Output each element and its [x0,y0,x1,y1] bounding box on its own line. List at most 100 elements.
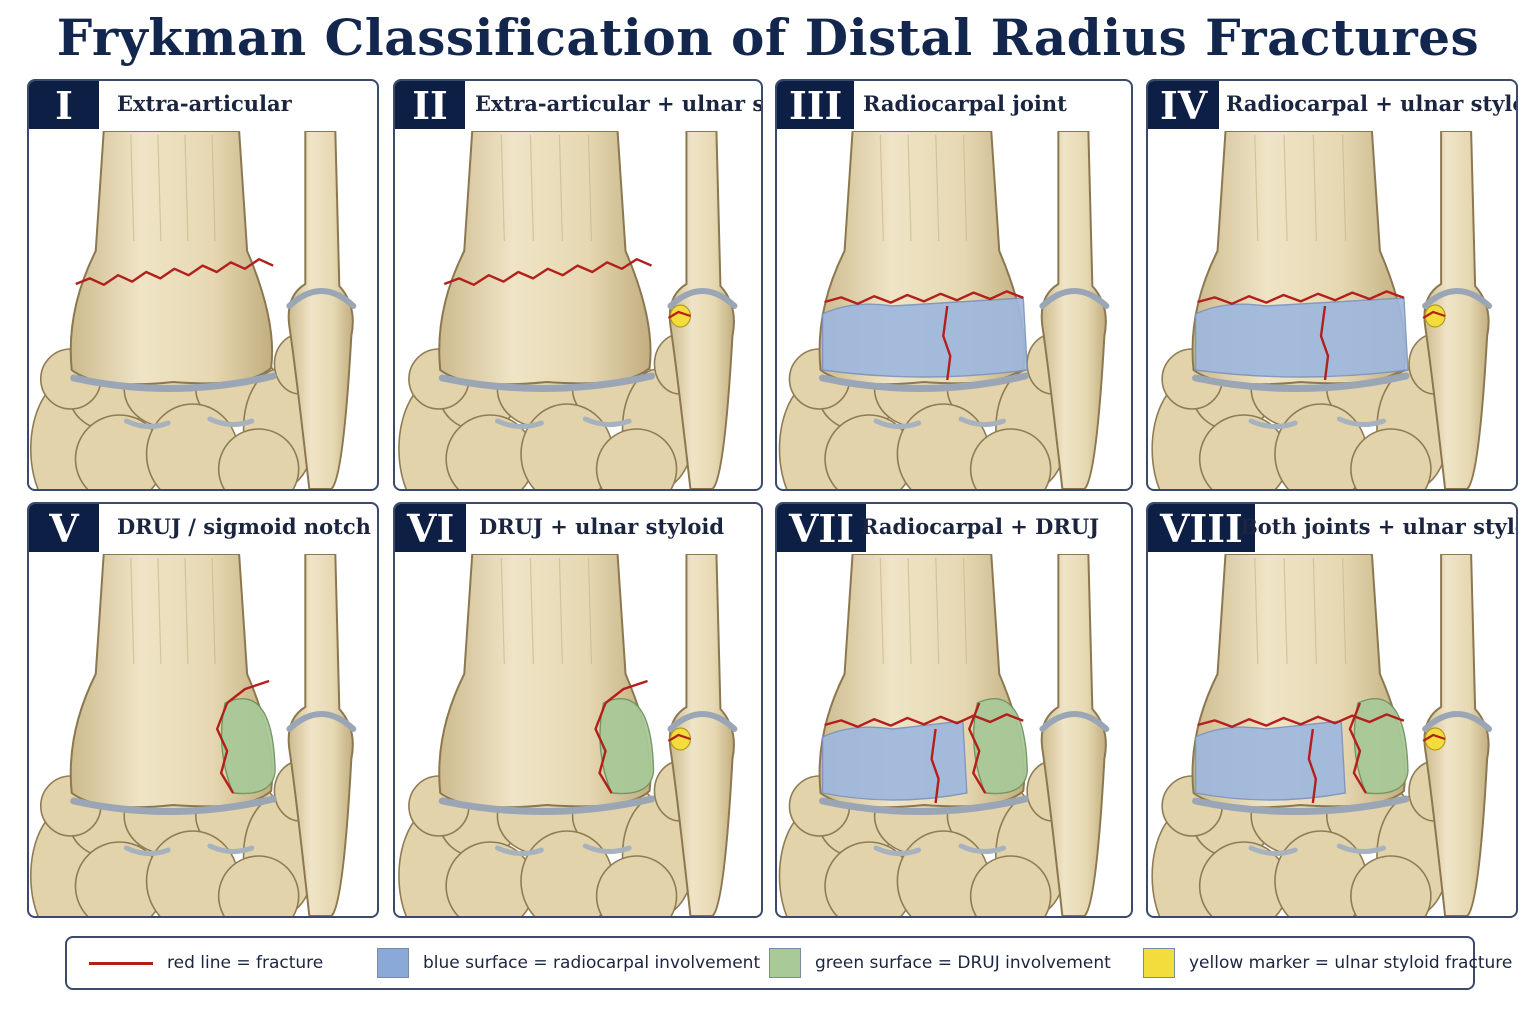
radiocarpal-cartilage [1192,795,1410,816]
ulnar-styloid-fracture-line [1422,310,1446,319]
legend-item-radiocarpal: blue surface = radiocarpal involvement [377,938,760,988]
bone-texture-line [184,557,189,665]
radiocarpal-cartilage [70,795,277,816]
type-numeral-badge: I [29,81,99,129]
panel-type-5: V DRUJ / sigmoid notch [27,502,379,918]
radiocarpal-cartilage [819,372,1029,393]
bone-texture-line [907,134,912,242]
ulnar-styloid-fracture-line [667,310,691,319]
bone-texture-line [879,557,884,665]
carpal-bone [595,855,678,916]
panel-type-6: VI DRUJ + ulnar styloid [393,502,763,918]
panel-type-3: III Radiocarpal joint [775,79,1133,491]
carpal-bone [1350,428,1432,489]
bone-texture-line [558,557,564,665]
bone-texture-line [587,134,593,242]
legend-label: red line = fracture [167,953,324,973]
ulnar-head-cartilage [286,711,357,732]
bone-texture-line [211,134,216,242]
wrist-illustration-type-2 [398,131,738,489]
carpal-bone [217,428,300,489]
bone-texture-line [500,557,505,665]
druj-surface [599,698,655,795]
panel-type-1: I Extra-articular [27,79,379,491]
panel-title: Radiocarpal + DRUJ [861,514,1100,539]
wrist-illustration-type-1 [29,131,357,489]
ulna-bone [668,554,735,916]
type-numeral-badge: V [29,504,99,552]
bone-texture-line [1312,134,1317,242]
ulnar-styloid-fracture-line [1422,733,1446,742]
carpal-cartilage [123,843,255,856]
bone-texture-line [962,557,968,665]
bone-texture-line [1254,134,1259,242]
bone-texture-line [962,134,968,242]
legend-label: yellow marker = ulnar styloid fracture [1189,953,1513,973]
panel-title: Radiocarpal joint [863,91,1067,116]
carpal-bone [969,428,1052,489]
ulnar-styloid-swatch [1143,948,1175,978]
type-numeral-badge: VII [777,504,867,552]
druj-surface [220,698,276,795]
bone-texture-line [1312,557,1317,665]
panel-title: Radiocarpal + ulnar styloid [1226,91,1518,116]
ulnar-head-cartilage [667,711,738,732]
radiocarpal-cartilage [438,795,656,816]
ulna-bone [1423,554,1490,916]
wrist-illustration-type-6 [398,554,738,916]
bone-texture-line [907,557,912,665]
panel-title: DRUJ / sigmoid notch [117,514,371,539]
bone-texture-line [879,134,884,242]
ulnar-head-cartilage [1039,711,1110,732]
panel-title: Both joints + ulnar styloid [1240,514,1516,539]
bone-texture-line [1254,557,1259,665]
fracture-line [824,702,1024,804]
bone-texture-line [1342,557,1347,665]
carpal-cartilage [873,843,1007,856]
radiocarpal-surface [821,297,1028,378]
radiocarpal-cartilage [1192,372,1410,393]
bone-texture-line [1283,134,1288,242]
wrist-illustration-type-3 [778,131,1110,489]
panel-type-8: VIII Both joints + ulnar styloid [1146,502,1518,918]
fracture-line [594,679,648,794]
ulnar-head-cartilage [667,288,738,309]
bone-texture-line [558,134,564,242]
radius-bone [69,131,274,386]
ulnar-head-cartilage [286,288,357,309]
ulnar-head-cartilage [1039,288,1110,309]
ulna-bone [668,131,735,489]
panel-title: Extra-articular + ulnar styloid [475,91,761,116]
bone-texture-line [157,557,162,665]
ulna-bone [1040,554,1107,916]
fracture-line-swatch [89,961,153,965]
bone-texture-line [587,557,593,665]
bone-texture-line [935,557,940,665]
fracture-line [824,290,1024,381]
bone-texture-line [935,134,940,242]
radiocarpal-surface [1194,720,1346,801]
legend-item-fracture: red line = fracture [89,938,323,988]
carpal-bone [1350,855,1432,916]
fracture-line [1197,290,1405,381]
bone-texture-line [211,557,216,665]
fracture-line [215,679,270,794]
bone-texture-line [1342,134,1347,242]
bone-texture-line [529,134,534,242]
druj-surface [973,698,1028,795]
carpal-cartilage [1248,843,1387,856]
bone-texture-line [184,134,189,242]
type-numeral-badge: VIII [1148,504,1255,552]
radiocarpal-cartilage [819,795,1029,816]
ulnar-head-cartilage [1422,288,1493,309]
fracture-line [1197,702,1405,804]
wrist-illustration-type-8 [1151,554,1493,916]
legend-item-ulnar-styloid: yellow marker = ulnar styloid fracture [1143,938,1512,988]
carpal-cartilage [494,416,632,429]
legend: red line = fracture blue surface = radio… [65,936,1512,990]
fracture-line [443,258,653,286]
bone-texture-line [500,134,505,242]
radiocarpal-swatch [377,948,409,978]
druj-swatch [769,948,801,978]
ulna-bone [1423,131,1490,489]
